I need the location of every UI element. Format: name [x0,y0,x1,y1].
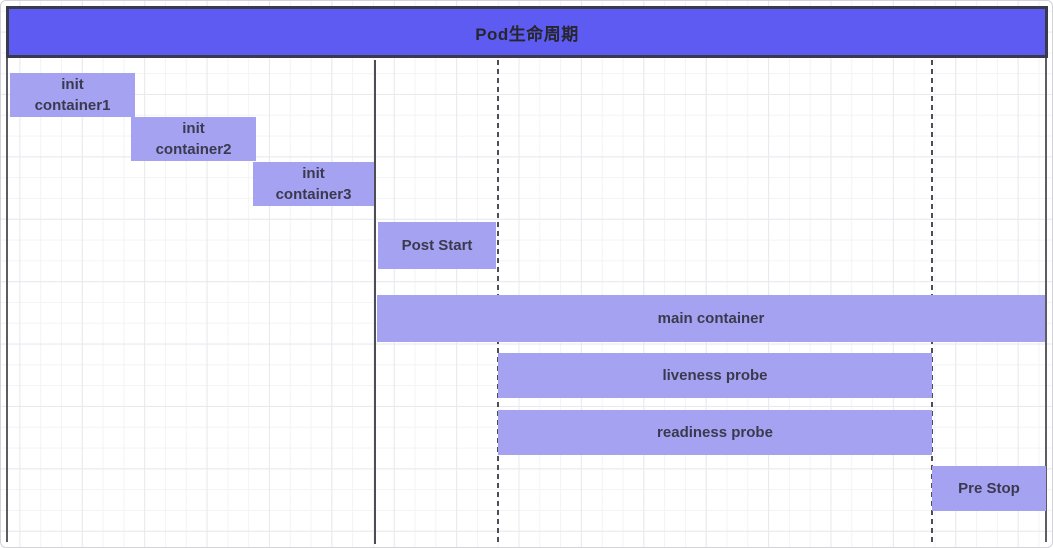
bar-main-container: main container [377,295,1045,342]
bar-label: init container2 [156,118,232,160]
bar-label-line1: main container [657,310,765,327]
bar-liveness-probe: liveness probe [498,353,932,398]
bar-label: Post Start [402,235,473,256]
bar-label: init container1 [35,74,111,116]
bar-label-line2: container3 [275,186,352,203]
bar-label-line1: liveness probe [662,367,768,384]
bar-label-line2: container1 [34,97,111,114]
guide-line-container-start [374,60,376,544]
bar-label-line1: Pre Stop [958,480,1020,497]
bar-init-container1: init container1 [10,73,135,117]
bar-label-line1: Post Start [401,237,473,254]
chart-left-border [6,58,8,542]
diagram-title: Pod生命周期 [475,24,579,44]
bar-post-start: Post Start [378,222,496,269]
title-bar: Pod生命周期 [6,6,1048,58]
bar-label-line1: init [182,120,205,137]
bar-pre-stop: Pre Stop [932,466,1046,511]
bar-label-line1: readiness probe [657,424,773,441]
bar-label: main container [658,308,765,329]
bar-label: Pre Stop [958,478,1020,499]
bar-label-line2: container2 [155,141,232,158]
bar-readiness-probe: readiness probe [498,410,932,455]
chart-right-border [1045,58,1047,542]
bar-label-line1: init [302,165,325,182]
bar-init-container3: init container3 [253,162,374,206]
bar-label: liveness probe [662,365,767,386]
bar-label: readiness probe [657,422,773,443]
bar-label: init container3 [276,163,352,205]
bar-init-container2: init container2 [131,117,256,161]
bar-label-line1: init [61,76,84,93]
